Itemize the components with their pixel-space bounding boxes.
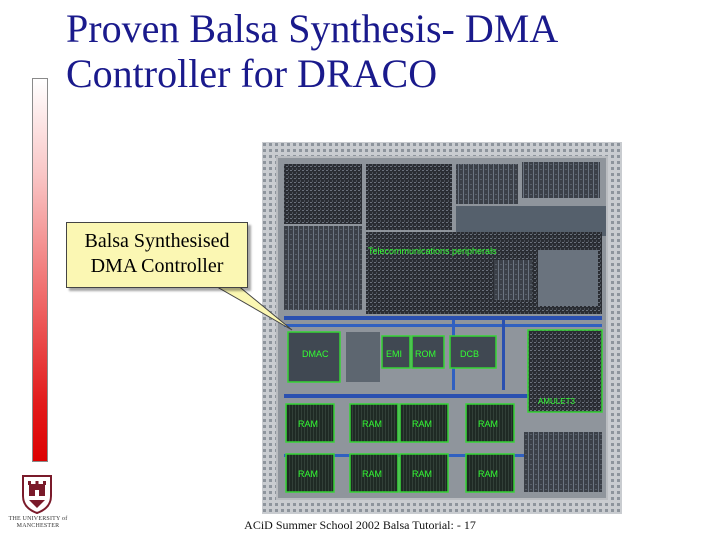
- label-ram-5: RAM: [298, 469, 318, 479]
- callout-line2: DMA Controller: [90, 255, 224, 277]
- label-ram-2: RAM: [362, 419, 382, 429]
- label-ram-7: RAM: [412, 469, 432, 479]
- label-ram-3: RAM: [412, 419, 432, 429]
- label-rom: ROM: [415, 349, 436, 359]
- label-dcb: DCB: [460, 349, 479, 359]
- slide-footer: ACiD Summer School 2002 Balsa Tutorial: …: [244, 518, 476, 532]
- label-ram-4: RAM: [478, 419, 498, 429]
- university-crest-icon: [22, 475, 52, 514]
- slide-title: Proven Balsa Synthesis- DMA Controller f…: [66, 6, 706, 96]
- label-ram-1: RAM: [298, 419, 318, 429]
- callout-box: Balsa Synthesised DMA Controller: [66, 222, 248, 288]
- university-name: THE UNIVERSITY of MANCHESTER: [8, 516, 68, 529]
- chip-die-photo: Telecommunications peripherals DMAC EMI …: [262, 142, 622, 514]
- label-ram-6: RAM: [362, 469, 382, 479]
- label-dmac: DMAC: [302, 349, 329, 359]
- slide-title-line1: Proven Balsa Synthesis- DMA: [66, 6, 559, 51]
- label-peripherals: Telecommunications peripherals: [368, 246, 497, 256]
- decorative-gradient-bar: [32, 78, 48, 462]
- label-emi: EMI: [386, 349, 402, 359]
- slide-title-line2: Controller for DRACO: [66, 51, 438, 96]
- label-amulet: AMULET3: [538, 397, 575, 406]
- label-ram-8: RAM: [478, 469, 498, 479]
- callout-line1: Balsa Synthesised: [84, 230, 230, 252]
